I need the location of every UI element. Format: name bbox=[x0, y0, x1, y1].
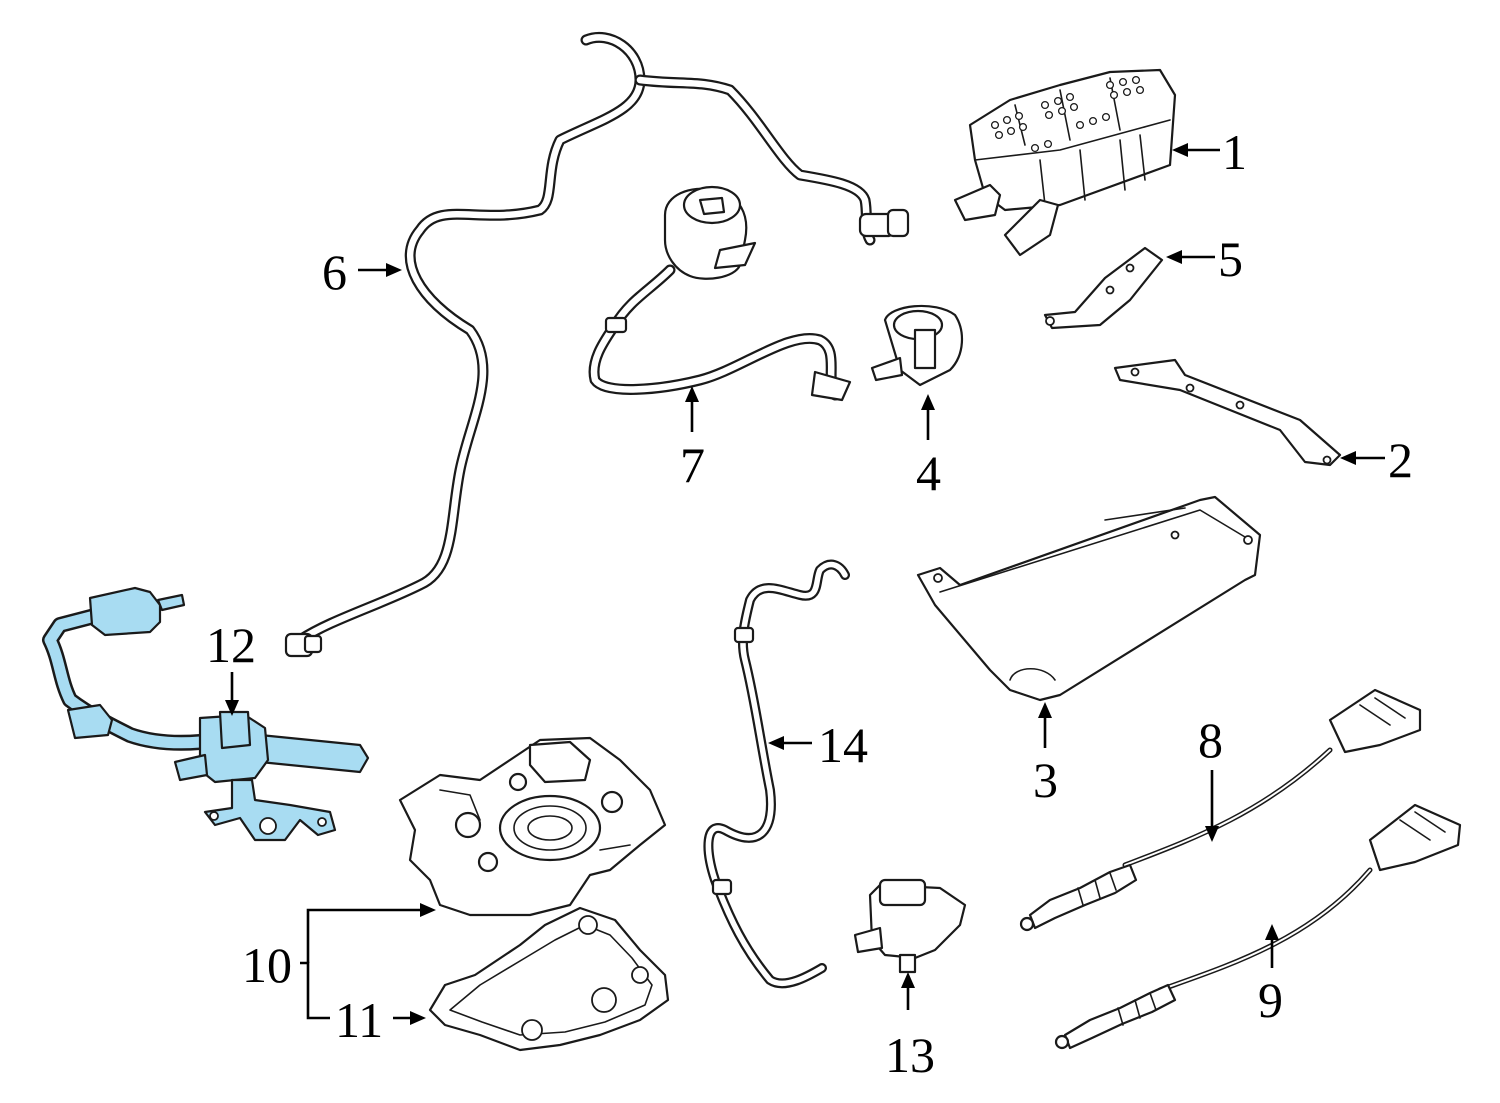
callout-5: 5 bbox=[1218, 231, 1243, 287]
callout-4: 4 bbox=[916, 445, 941, 501]
part-1-canister bbox=[953, 68, 1177, 257]
callout-8: 8 bbox=[1198, 712, 1223, 768]
callout-13: 13 bbox=[885, 1027, 935, 1083]
callout-14: 14 bbox=[818, 717, 868, 773]
part-14-line bbox=[703, 559, 850, 989]
part-5-bracket bbox=[1043, 246, 1164, 330]
callout-12: 12 bbox=[206, 617, 256, 673]
callout-9: 9 bbox=[1258, 972, 1283, 1028]
callout-6: 6 bbox=[322, 244, 347, 300]
part-11-gasket bbox=[428, 906, 670, 1052]
callout-3: 3 bbox=[1033, 752, 1058, 808]
part-3-heat-shield bbox=[916, 495, 1262, 702]
callout-1: 1 bbox=[1222, 124, 1247, 180]
part-7-filter-hose bbox=[588, 185, 852, 402]
part-10-control-module bbox=[398, 736, 667, 917]
part-9-sensor bbox=[1054, 803, 1462, 1050]
part-13-solenoid-valve bbox=[853, 878, 967, 974]
part-4-valve bbox=[870, 304, 964, 387]
callout-10: 10 bbox=[242, 937, 292, 993]
part-12-purge-valve-highlighted bbox=[42, 586, 370, 842]
callout-7: 7 bbox=[680, 437, 705, 493]
callout-2: 2 bbox=[1388, 432, 1413, 488]
part-2-bracket bbox=[1113, 358, 1342, 467]
part-8-sensor bbox=[1019, 688, 1422, 932]
part-6-vapor-hose bbox=[284, 31, 910, 658]
leader-lines bbox=[225, 143, 1385, 1025]
callout-11: 11 bbox=[335, 992, 384, 1048]
